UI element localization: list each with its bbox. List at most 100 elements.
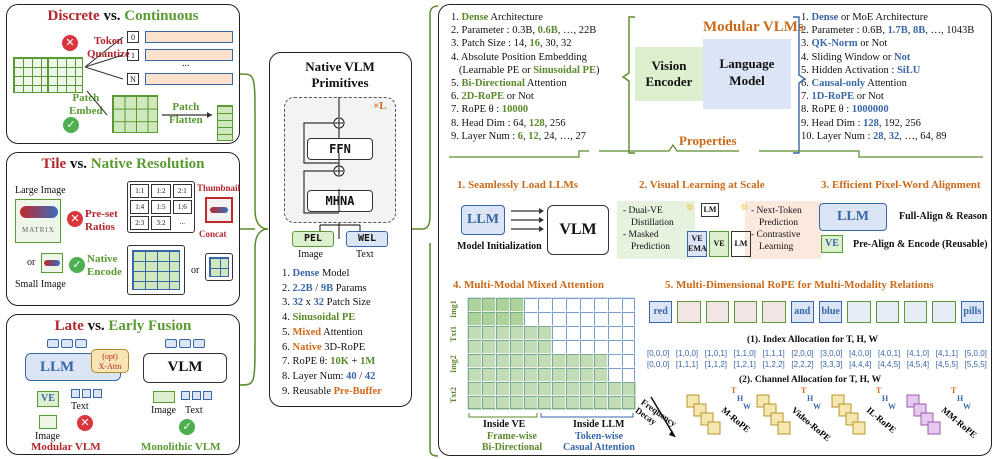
list-item-segment: 32 (292, 297, 304, 309)
matrix-text: MATRIX (22, 226, 55, 234)
codebook-bar-n (145, 73, 233, 85)
pill-picture (210, 207, 228, 213)
list-item-segment: Dense (461, 12, 489, 23)
index-triple: [1,2,1] (733, 360, 756, 369)
image-patch-grid-2 (47, 57, 83, 93)
index-triple: [1,1,1] (675, 360, 699, 369)
codebook-bar-1 (145, 49, 233, 61)
index-triple: [2,0,0] (791, 349, 814, 358)
rope-variant-label: Video-RoPE (790, 405, 833, 443)
inside-ve-label: Inside VE (483, 419, 526, 430)
vlm-image-input (153, 391, 175, 403)
list-item-segment: Pre-Buffer (333, 385, 382, 397)
list-item-segment: Causal-only (811, 78, 866, 90)
attention-matrix-grid (467, 297, 635, 409)
list-item-segment: 7. RoPE θ: (282, 356, 331, 368)
list-item: 9. Reusable Pre-Buffer (282, 385, 382, 400)
axis-letter: W (963, 402, 971, 411)
index-triple: [0,0,0] (647, 349, 670, 358)
small-image (41, 253, 63, 273)
list-item: 1. Dense or MoE Architecture (801, 11, 974, 24)
list-item-segment: Dense (811, 12, 839, 23)
native-grid (127, 245, 185, 295)
list-item-segment: , (883, 130, 889, 142)
list-item-segment: 8. Head Dim : 64, (451, 117, 529, 129)
image-patch-grid (13, 57, 49, 93)
axis-letter: W (813, 402, 821, 411)
list-item-segment: / (356, 370, 365, 382)
native-patches (132, 250, 180, 290)
list-item-segment: 2. Parameter : 0.6B, (801, 25, 888, 37)
inside-llm-label: Inside LLM (573, 419, 625, 430)
list-item-segment: 2.2B (292, 282, 313, 294)
axis-letter: H (737, 394, 744, 403)
ffn-block: FFN (307, 138, 373, 160)
list-item-segment: 2. (282, 282, 293, 294)
axis-letter: W (888, 402, 896, 411)
list-item-segment: or Not (504, 91, 534, 103)
list-item: 9. Head Dim : 128, 192, 256 (801, 117, 974, 130)
ratio-cell: ... (179, 218, 185, 226)
list-item-segment: 4. Absolute Position Embedding (451, 51, 587, 63)
image-patch-token (677, 301, 701, 323)
ve-block: VE (37, 391, 59, 407)
list-item-segment: 5. Hidden Activation : (801, 64, 897, 76)
list-item: 3. Patch Size : 14, 16, 30, 32 (451, 37, 599, 50)
large-image-label: Large Image (15, 185, 66, 196)
p3-llm-block: LLM (819, 203, 887, 231)
index-triple: [3,3,3] (820, 360, 843, 369)
list-item: 6. Causal-only Attention (801, 77, 974, 90)
image-icon (39, 415, 57, 429)
list-item-segment: , …, 1043B (925, 25, 975, 37)
p5-title: 5. Multi-Dimensional RoPE for Multi-Moda… (665, 279, 934, 291)
list-item-segment: Mixed (292, 326, 322, 338)
ratio-cell: 1:6 (172, 200, 192, 214)
rope-variant-label: MM-RoPE (940, 405, 979, 440)
list-item-segment: 9. Head Dim : (801, 117, 864, 129)
index-triple: [2,2,2] (791, 360, 814, 369)
list-item-segment: Sinusoidal PE (533, 64, 596, 76)
p1-llm-block: LLM (461, 205, 505, 235)
list-item-segment: Attention (524, 78, 567, 90)
text-token: red (649, 301, 673, 323)
index-triple: [4,0,0] (849, 349, 872, 358)
list-item-segment: 3. (801, 38, 812, 50)
p2-lm: LM (731, 231, 751, 257)
modular-vlm-label: Modular VLM (31, 441, 101, 453)
axis-letter: W (743, 402, 751, 411)
list-item-segment: 6. (801, 78, 812, 90)
list-item-segment: , (523, 130, 529, 142)
p3-title: 3. Efficient Pixel-Word Alignment (821, 179, 981, 191)
index-triple: [1,1,2] (704, 360, 727, 369)
wel-block: WEL (346, 231, 388, 247)
list-item-segment: 0.6B (537, 25, 558, 37)
index-triple: [4,4,4] (849, 360, 872, 369)
list-item-segment: 2D-RoPE (461, 91, 505, 103)
index-triple: [5,0,0] (964, 349, 987, 358)
channel-cube (777, 421, 791, 435)
row-label: Img2 (449, 355, 458, 373)
codebook-1: 1 (127, 49, 139, 61)
flattened-tokens (217, 105, 233, 141)
list-item-segment: x (303, 297, 314, 309)
large-image: MATRIX (15, 199, 61, 243)
list-item: 2. 2.2B / 9B Params (282, 282, 382, 297)
channel-cube (852, 421, 866, 435)
attention-brackets (468, 413, 634, 418)
index-triple: [4,5,4] (906, 360, 930, 369)
pill-picture (20, 206, 58, 218)
p2-right-bg (745, 201, 821, 259)
image-patch-token (875, 301, 899, 323)
red-x-icon: ✕ (67, 211, 83, 227)
list-item-segment: 10000 (501, 104, 529, 116)
list-item-segment: Bi-Directional (461, 78, 525, 90)
p2-lm-top: LM (701, 203, 719, 217)
list-item: 9. Layer Num : 6, 12, 24, …, 27 (451, 130, 599, 143)
list-item: 1. Dense Architecture (451, 11, 599, 24)
